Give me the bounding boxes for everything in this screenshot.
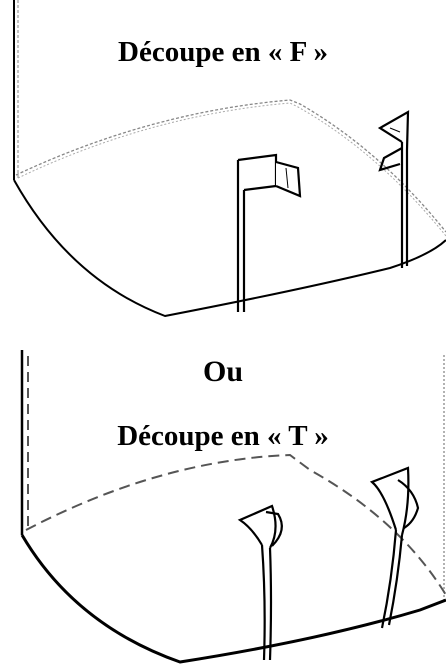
separator-or: Ou [202, 355, 244, 388]
bag-bottom-curve [20, 534, 446, 664]
f-cut-left [236, 153, 302, 312]
bag-back-edge [25, 453, 446, 596]
t-cut-right [369, 466, 420, 629]
title-f-cut: Découpe en « F » [118, 36, 328, 68]
title-t-cut: Découpe en « T » [117, 420, 329, 452]
t-cut-left [237, 504, 283, 661]
f-cut-right [377, 110, 410, 268]
bag-back-edge [15, 99, 446, 233]
bag-illustration-f-cut [13, 0, 446, 318]
